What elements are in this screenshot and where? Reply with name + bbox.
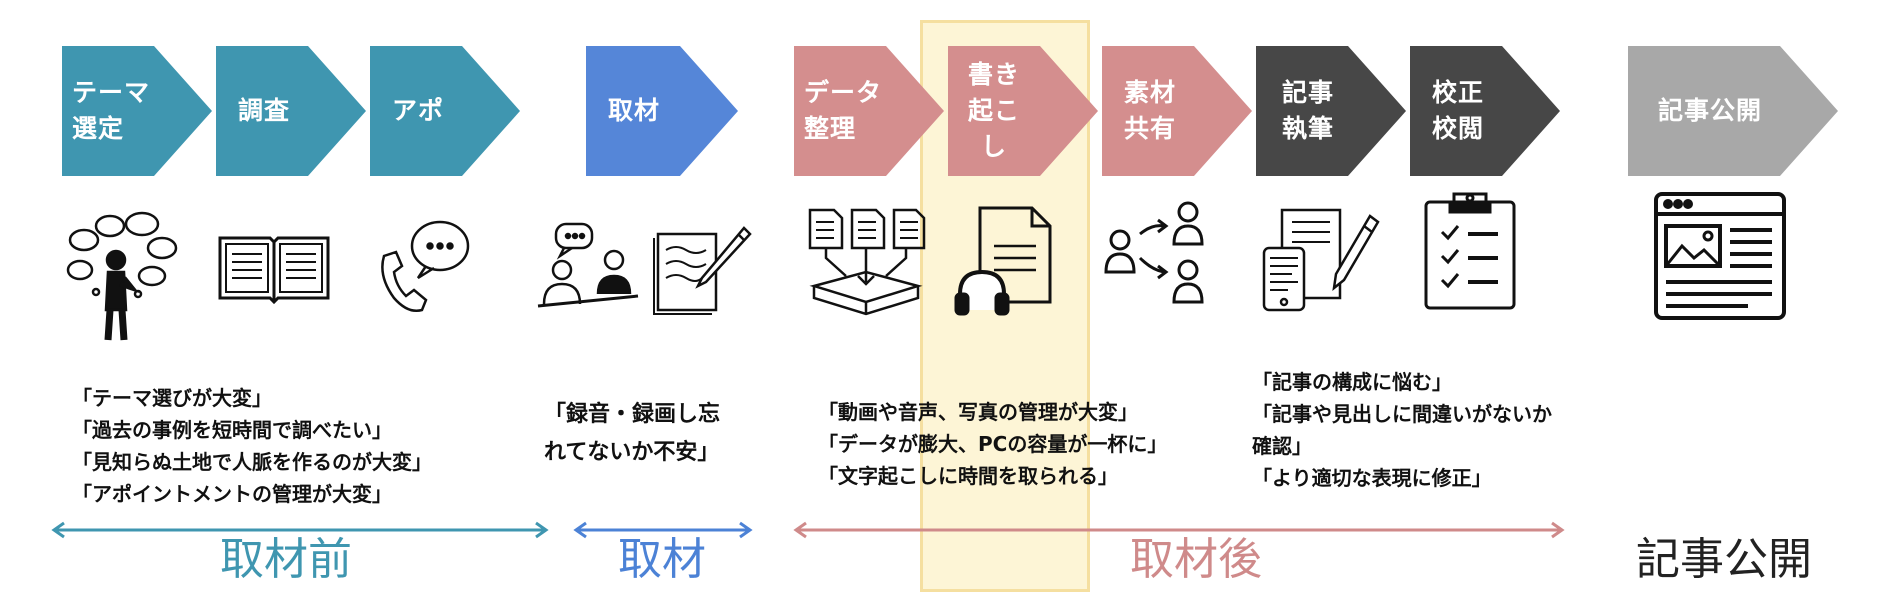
step-label: 素材 共有 xyxy=(1124,46,1176,176)
step-theme-selection: テーマ 選定 xyxy=(62,46,212,176)
step-transcription: 書き 起こし xyxy=(948,46,1098,176)
phase-label-post-interview: 取材後 xyxy=(1130,532,1262,588)
step-publish: 記事公開 xyxy=(1628,46,1838,176)
documents-tray-icon xyxy=(806,206,926,325)
document-headphones-icon xyxy=(954,206,1054,320)
step-interview: 取材 xyxy=(586,46,738,176)
step-article-writing: 記事 執筆 xyxy=(1256,46,1406,176)
checklist-clipboard-icon xyxy=(1420,188,1520,317)
step-label: テーマ 選定 xyxy=(72,46,150,176)
step-label: 取材 xyxy=(608,46,660,176)
step-label: データ 整理 xyxy=(804,46,882,176)
phase-label-pre-interview: 取材前 xyxy=(220,532,352,588)
notebook-pen-icon xyxy=(652,220,752,324)
step-label: 記事公開 xyxy=(1658,46,1762,176)
open-book-icon xyxy=(214,228,334,312)
step-label: 記事 執筆 xyxy=(1282,46,1334,176)
step-material-share: 素材 共有 xyxy=(1102,46,1252,176)
step-label: 校正 校閲 xyxy=(1432,46,1484,176)
phase-label-interview: 取材 xyxy=(618,532,706,588)
phase-label-publish: 記事公開 xyxy=(1636,532,1812,588)
step-proofreading: 校正 校閲 xyxy=(1410,46,1560,176)
phone-chat-icon xyxy=(374,216,474,320)
step-appointment: アポ xyxy=(370,46,520,176)
interview-concerns: 「録音・録画し忘 れてないか不安」 xyxy=(544,396,720,472)
thinking-person-icon xyxy=(62,210,182,349)
webpage-icon xyxy=(1652,190,1788,326)
writing-concerns: 「記事の構成に悩む」 「記事や見出しに間違いがないか 確認」 「より適切な表現に… xyxy=(1252,366,1552,494)
pre-interview-concerns: 「テーマ選びが大変」 「過去の事例を短時間で調べたい」 「見知らぬ土地で人脈を作… xyxy=(72,382,432,510)
post-interview-concerns: 「動画や音声、写真の管理が大変」 「データが膨大、PCの容量が一杯に」 「文字起… xyxy=(818,396,1167,492)
phone-document-pen-icon xyxy=(1262,208,1382,317)
step-research: 調査 xyxy=(216,46,366,176)
step-label: 書き 起こし xyxy=(958,46,1030,176)
step-data-organize: データ 整理 xyxy=(794,46,944,176)
step-label: 調査 xyxy=(238,46,290,176)
step-label: アポ xyxy=(392,46,444,176)
interview-icon xyxy=(536,220,641,319)
share-people-icon xyxy=(1100,200,1210,314)
